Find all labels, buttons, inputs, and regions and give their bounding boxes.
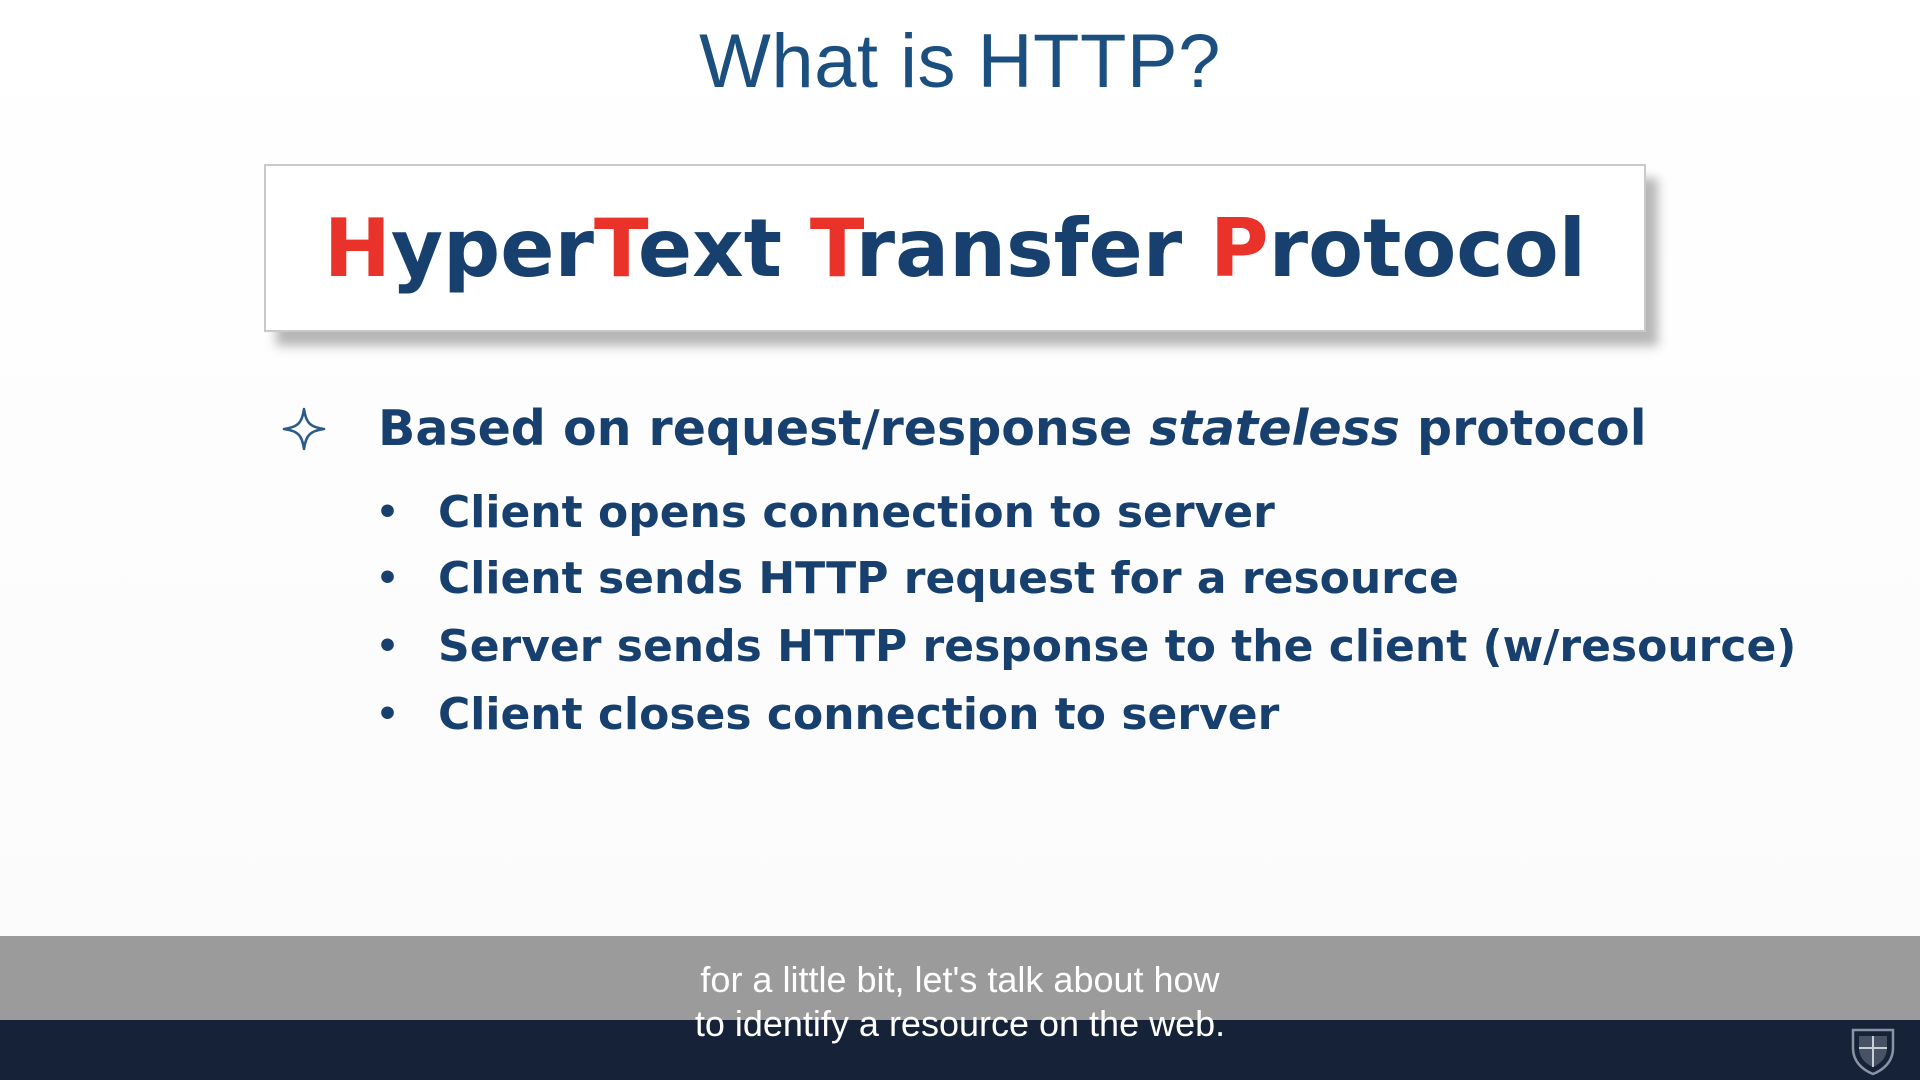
acronym-letter-p: P <box>1210 201 1269 295</box>
bullet-icon: • <box>376 491 400 533</box>
main-point-before: Based on request/response <box>378 400 1150 457</box>
acronym-rest-yper: yper <box>390 201 594 295</box>
sub-point-text: Client opens connection to server <box>438 486 1275 538</box>
bullet-icon: • <box>376 693 400 735</box>
acronym-box: HyperText Transfer Protocol <box>264 164 1646 332</box>
acronym-letter-h: H <box>323 201 391 295</box>
slide: What is HTTP? HyperText Transfer Protoco… <box>0 0 1920 936</box>
caption-line-1: for a little bit, let's talk about how <box>700 959 1220 1000</box>
sub-point: • Client sends HTTP request for a resour… <box>376 544 1796 612</box>
acronym-rest-ext: ext <box>637 201 810 295</box>
university-shield-icon <box>1851 1028 1895 1076</box>
slide-title: What is HTTP? <box>699 19 1221 104</box>
sub-point-text: Client closes connection to server <box>438 688 1280 740</box>
main-point-emphasis: stateless <box>1149 400 1400 457</box>
video-bottom-bar <box>0 1020 1920 1080</box>
sub-point-list: • Client opens connection to server • Cl… <box>376 478 1796 748</box>
four-point-star-icon <box>282 407 326 450</box>
bullet-icon: • <box>376 557 400 599</box>
acronym-letter-t1: T <box>593 201 638 295</box>
main-point-after: protocol <box>1399 400 1647 457</box>
sub-point: • Client closes connection to server <box>376 680 1796 748</box>
acronym-text: HyperText Transfer Protocol <box>324 202 1586 295</box>
acronym-rest-ransfer: ransfer <box>855 201 1211 295</box>
sub-point-text: Server sends HTTP response to the client… <box>438 620 1797 672</box>
main-point-text: Based on request/response stateless prot… <box>378 400 1647 457</box>
bullet-icon: • <box>376 625 400 667</box>
caption-band <box>0 936 1920 1020</box>
subtitle-caption: for a little bit, let's talk about how t… <box>0 958 1920 1046</box>
sub-point: • Client opens connection to server <box>376 478 1796 546</box>
acronym-rest-rotocol: rotocol <box>1268 201 1587 295</box>
acronym-letter-t2: T <box>809 201 856 295</box>
caption-line-2: to identify a resource on the web. <box>694 1003 1226 1044</box>
sub-point-text: Client sends HTTP request for a resource <box>438 552 1459 604</box>
main-point: Based on request/response stateless prot… <box>282 400 1647 457</box>
sub-point: • Server sends HTTP response to the clie… <box>376 612 1796 680</box>
